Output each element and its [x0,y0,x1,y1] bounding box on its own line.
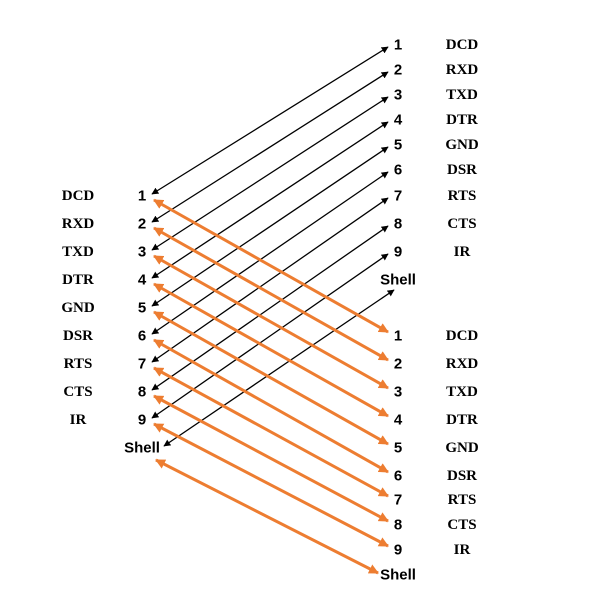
bottom-right-signal-cts: CTS [447,517,476,533]
top-right-signal-cts: CTS [447,216,476,232]
left-pin-3: 3 [138,244,146,261]
left-pin-7: 7 [138,356,146,373]
bottom-right-signal-rts: RTS [448,492,477,508]
black-wire-pin-9 [151,253,389,419]
top-right-pin-9: 9 [394,244,402,261]
top-right-signal-ir: IR [454,244,471,260]
left-pin-1: 1 [138,188,146,205]
bottom-right-signal-dtr: DTR [446,412,478,428]
top-right-pin-5: 5 [394,137,402,154]
bottom-right-pin-2: 2 [394,356,402,373]
top-right-shell-label: Shell [380,272,416,289]
top-right-pin-8: 8 [394,216,402,233]
left-pin-2: 2 [138,216,146,233]
top-right-signal-dcd: DCD [446,37,479,53]
top-right-pin-7: 7 [394,188,402,205]
left-signal-dsr: DSR [63,328,93,344]
orange-wire-pin-3 [153,254,389,390]
top-right-signal-rts: RTS [448,188,477,204]
bottom-right-signal-dcd: DCD [446,328,479,344]
left-pin-6: 6 [138,328,146,345]
left-signal-dcd: DCD [62,188,95,204]
left-signal-ir: IR [70,412,87,428]
bottom-right-signal-ir: IR [454,542,471,558]
bottom-right-pin-9: 9 [394,542,402,559]
left-shell-label: Shell [124,440,160,457]
left-pin-8: 8 [138,384,146,401]
orange-wire-pin-4 [153,282,389,418]
left-signal-txd: TXD [62,244,94,260]
orange-wire-pin-9 [153,422,389,548]
top-right-signal-gnd: GND [445,137,479,153]
bottom-right-pin-4: 4 [394,412,403,429]
bottom-right-signal-txd: TXD [446,384,478,400]
bottom-right-signal-rxd: RXD [446,356,479,372]
bottom-right-signal-dsr: DSR [447,468,477,484]
left-signal-dtr: DTR [62,272,94,288]
orange-wire-shell [155,458,379,575]
black-wire-pin-6 [151,171,389,335]
top-right-signal-dtr: DTR [446,112,478,128]
bottom-right-signal-gnd: GND [445,440,479,456]
top-right-signal-txd: TXD [446,87,478,103]
orange-wire-group [153,198,389,575]
left-signal-cts: CTS [63,384,92,400]
orange-wire-pin-8 [153,394,389,523]
bottom-right-pin-6: 6 [394,468,402,485]
bottom-right-pin-3: 3 [394,384,402,401]
orange-wire-pin-2 [153,226,389,362]
top-right-pin-6: 6 [394,162,402,179]
black-wire-pin-7 [151,197,389,363]
left-signal-rxd: RXD [62,216,95,232]
top-right-signal-dsr: DSR [447,162,477,178]
top-right-pin-2: 2 [394,62,402,79]
bottom-right-pin-8: 8 [394,517,402,534]
left-signal-gnd: GND [61,300,95,316]
orange-wire-pin-6 [153,338,389,474]
top-right-pin-3: 3 [394,87,402,104]
bottom-right-shell-label: Shell [380,567,416,584]
bottom-right-pin-5: 5 [394,440,402,457]
bottom-right-pin-7: 7 [394,492,402,509]
black-wire-pin-8 [151,225,389,391]
left-pin-4: 4 [138,272,147,289]
left-pin-5: 5 [138,300,146,317]
top-right-pin-1: 1 [394,37,402,54]
top-right-signal-rxd: RXD [446,62,479,78]
left-signal-rts: RTS [64,356,93,372]
orange-wire-pin-5 [153,310,389,446]
black-wire-shell [163,289,395,447]
bottom-right-pin-1: 1 [394,328,402,345]
top-right-pin-4: 4 [394,112,403,129]
orange-wire-pin-1 [153,198,389,334]
left-pin-9: 9 [138,412,146,429]
